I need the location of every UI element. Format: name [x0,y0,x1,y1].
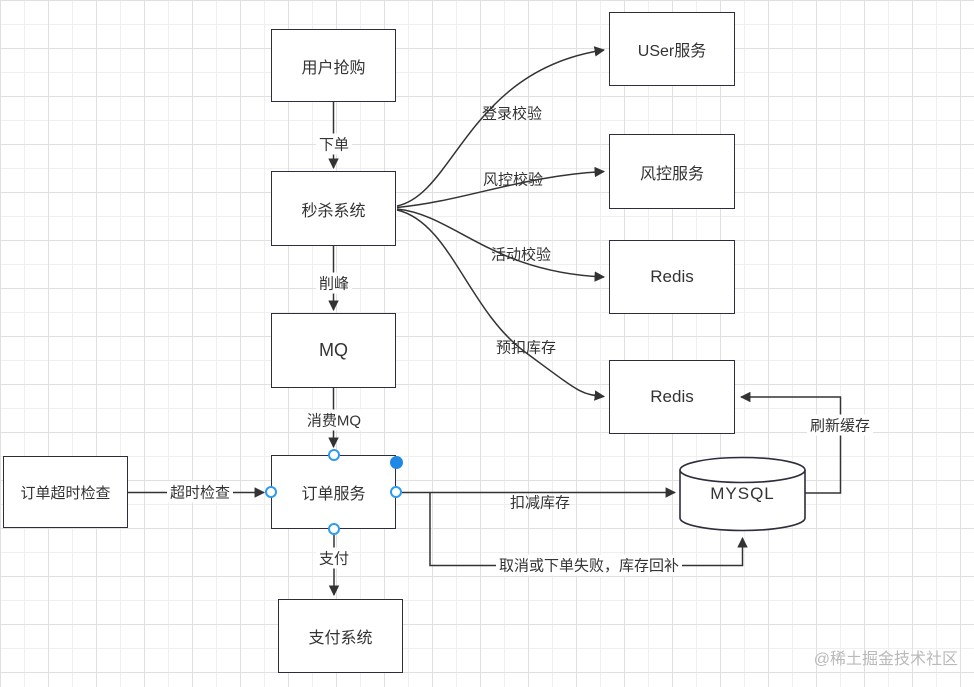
edge-mysql-to-redis2-refresh[interactable] [739,391,842,494]
node-risk-service[interactable]: 风控服务 [609,134,735,209]
node-user-purchase[interactable]: 用户抢购 [271,29,396,102]
edge-label-timeout-check[interactable]: 超时检查 [166,481,234,503]
node-payment-system-label: 支付系统 [308,630,373,647]
node-user-purchase-label: 用户抢购 [301,59,366,77]
edge-label-refresh-cache[interactable]: 刷新缓存 [806,414,874,436]
selection-handle-left[interactable] [265,486,277,498]
edge-seckill-to-userservice[interactable] [396,46,606,207]
edge-seckill-to-redis2[interactable] [396,209,606,401]
node-seckill-system-label: 秒杀系统 [301,202,366,220]
node-mq[interactable]: MQ [271,313,396,388]
edge-label-peak-shaving[interactable]: 削峰 [315,272,353,294]
node-payment-system[interactable]: 支付系统 [278,599,403,673]
mysql-cylinder-shape[interactable] [679,456,806,532]
node-mysql[interactable]: MYSQL [680,458,805,530]
edge-seckill-to-riskservice[interactable] [396,166,606,209]
node-redis-2-label: Redis [650,387,694,406]
selection-handle-right[interactable] [390,486,402,498]
node-mysql-label: MYSQL [710,484,775,503]
selection-handle-top[interactable] [328,449,340,461]
node-order-service-label: 订单服务 [301,486,366,503]
selection-handle-bottom[interactable] [328,523,340,535]
edge-label-login-verify[interactable]: 登录校验 [481,105,543,123]
edge-label-pay[interactable]: 支付 [315,547,353,569]
edge-label-cancel-refill[interactable]: 取消或下单失败，库存回补 [495,554,683,576]
edge-label-deduct-stock[interactable]: 扣减库存 [509,494,571,512]
node-mq-label: MQ [319,340,348,360]
node-user-service[interactable]: USer服务 [609,12,735,86]
edge-label-place-order[interactable]: 下单 [315,133,353,155]
node-order-timeout-check[interactable]: 订单超时检查 [3,456,128,528]
node-seckill-system[interactable]: 秒杀系统 [271,171,396,246]
node-order-service[interactable]: 订单服务 [271,455,396,529]
node-redis-1[interactable]: Redis [609,240,735,314]
node-redis-1-label: Redis [650,267,694,286]
node-redis-2[interactable]: Redis [609,360,735,434]
edge-seckill-to-redis1[interactable] [396,208,606,282]
node-order-timeout-check-label: 订单超时检查 [20,484,111,502]
node-user-service-label: USer服务 [637,43,707,60]
edge-label-pre-deduct-stock[interactable]: 预扣库存 [495,339,557,357]
selection-endpoint-dot[interactable] [390,456,403,469]
edge-label-risk-verify[interactable]: 风控校验 [482,171,544,189]
watermark: @稀土掘金技术社区 [813,651,958,668]
edge-label-consume-mq[interactable]: 消费MQ [303,409,365,431]
edge-label-activity-verify[interactable]: 活动校验 [490,246,552,264]
node-risk-service-label: 风控服务 [639,165,704,183]
